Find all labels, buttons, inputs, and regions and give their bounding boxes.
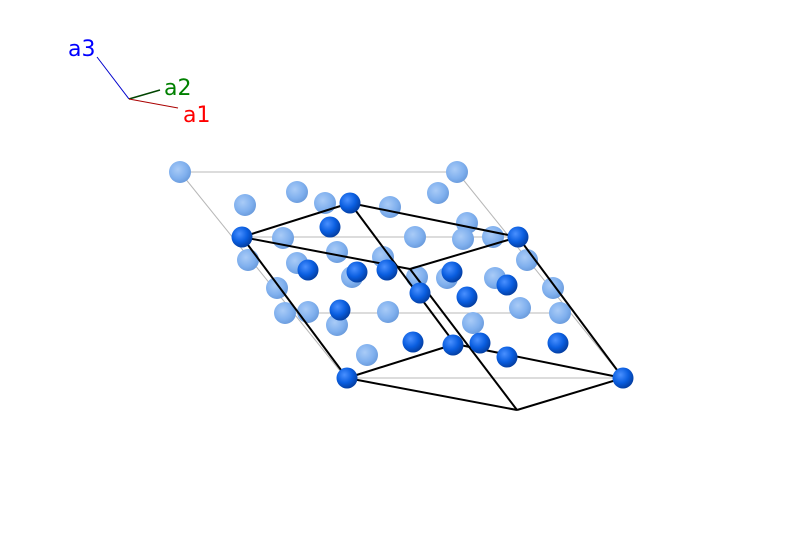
axis-a1-label: a1 bbox=[183, 103, 210, 128]
atom[interactable] bbox=[507, 226, 529, 248]
atom[interactable] bbox=[441, 261, 463, 283]
atom[interactable] bbox=[612, 367, 634, 389]
cell-edge bbox=[409, 236, 519, 270]
cell-edge bbox=[241, 202, 351, 238]
atom-background bbox=[509, 297, 531, 319]
atom-background bbox=[234, 194, 256, 216]
atom-background bbox=[446, 161, 468, 183]
atom-background bbox=[266, 277, 288, 299]
cell-edge bbox=[241, 236, 348, 379]
atom-background bbox=[379, 196, 401, 218]
atom-background bbox=[452, 228, 474, 250]
atom[interactable] bbox=[297, 259, 319, 281]
atom-background bbox=[237, 249, 259, 271]
atom-background bbox=[169, 161, 191, 183]
atom[interactable] bbox=[442, 334, 464, 356]
atom[interactable] bbox=[346, 261, 368, 283]
atom[interactable] bbox=[496, 274, 518, 296]
atom-background bbox=[542, 277, 564, 299]
atom-background bbox=[326, 241, 348, 263]
axis-a3-line bbox=[96, 56, 130, 100]
axis-indicator: a3 a2 a1 bbox=[68, 37, 210, 128]
cell-edge bbox=[349, 202, 456, 345]
foreground-atoms bbox=[231, 192, 634, 389]
atom-background bbox=[286, 181, 308, 203]
atom[interactable] bbox=[329, 299, 351, 321]
cell-edge bbox=[517, 236, 624, 379]
atom-background bbox=[549, 302, 571, 324]
background-atoms bbox=[169, 161, 571, 366]
cell-edge-back bbox=[179, 171, 346, 378]
atom-background bbox=[297, 301, 319, 323]
atom-background bbox=[356, 344, 378, 366]
atom[interactable] bbox=[496, 346, 518, 368]
cell-edge bbox=[516, 377, 624, 411]
atom[interactable] bbox=[336, 367, 358, 389]
atom[interactable] bbox=[409, 282, 431, 304]
axis-a2-line bbox=[128, 89, 161, 100]
atom[interactable] bbox=[339, 192, 361, 214]
atom-background bbox=[377, 301, 399, 323]
axis-a2-label: a2 bbox=[164, 76, 191, 101]
cell-edge-back bbox=[456, 171, 624, 379]
atom[interactable] bbox=[376, 259, 398, 281]
atom-background bbox=[427, 182, 449, 204]
axis-a1-line bbox=[128, 98, 179, 109]
atom[interactable] bbox=[231, 226, 253, 248]
atom[interactable] bbox=[319, 216, 341, 238]
atom-background bbox=[516, 249, 538, 271]
atom[interactable] bbox=[469, 332, 491, 354]
atom-background bbox=[404, 226, 426, 248]
atom-background bbox=[462, 312, 484, 334]
cell-edge bbox=[346, 377, 518, 411]
atom-background bbox=[274, 302, 296, 324]
axis-a3-label: a3 bbox=[68, 37, 95, 62]
atom[interactable] bbox=[402, 331, 424, 353]
atom[interactable] bbox=[456, 286, 478, 308]
atom[interactable] bbox=[547, 332, 569, 354]
cell-edge bbox=[346, 343, 456, 379]
cell-edge bbox=[349, 202, 519, 238]
